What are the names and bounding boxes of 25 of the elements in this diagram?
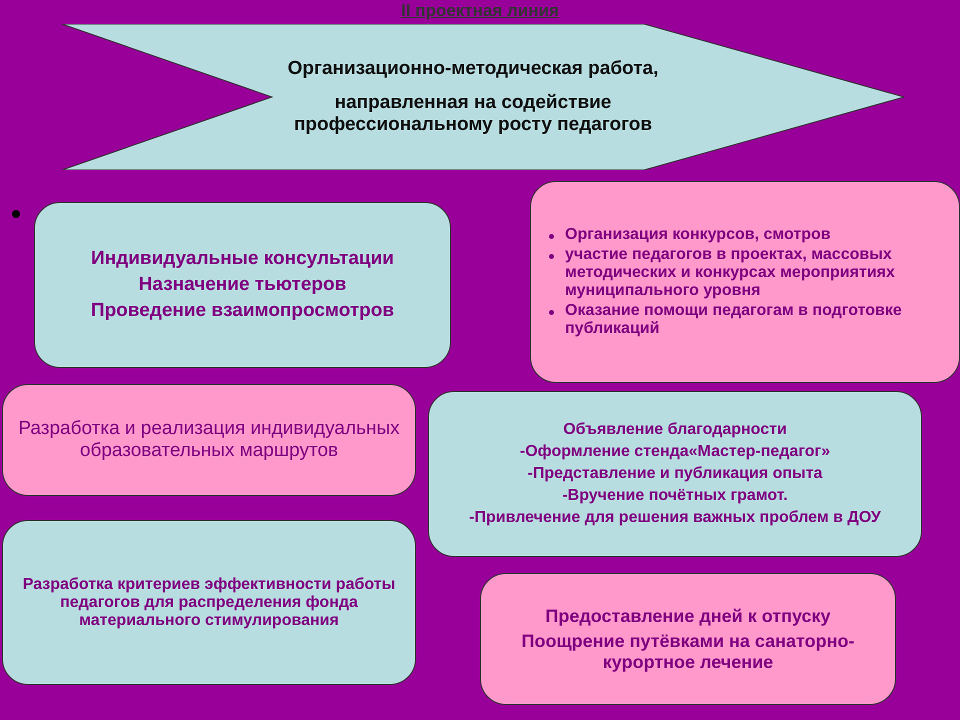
rounded-box (34, 202, 451, 368)
box-text: Разработка и реализация индивидуальных образовательных маршрутов (17, 418, 401, 462)
bullet-item: Оказание помощи педагогам в подготовке публикаций (565, 302, 945, 338)
box-text: -Вручение почётных грамот. (561, 487, 789, 505)
box-text: -Привлечение для решения важных проблем в ДОУ (468, 509, 882, 527)
box-text: Поощрение путёвками на санаторно-курортное лечение (520, 630, 856, 672)
bullet-item: Организация конкурсов, смотров (565, 226, 945, 244)
rounded-box (480, 573, 896, 705)
box-text: Организационно-методическая работа, (286, 58, 660, 80)
box-text: Проведение взаимопросмотров (90, 300, 396, 322)
box-text: направленная на содействие профессиональному росту педагогов (292, 92, 654, 136)
rounded-box (530, 181, 960, 383)
box-text: Назначение тьютеров (138, 274, 348, 296)
rounded-box (2, 384, 416, 496)
box-text: -Представление и публикация опыта (526, 465, 824, 483)
box-text: Объявление благодарности (562, 421, 788, 439)
box-text: Разработка критериев эффективности работы педагогов для распределения фонда материального стимулирования (22, 576, 396, 630)
bullet-item: участие педагогов в проектах, массовых методических и конкурсах мероприятиях муниципального уровня (565, 246, 945, 300)
box-text: -Оформление стенда«Мастер-педагог» (518, 443, 832, 461)
slide-title: II проектная линия (400, 1, 560, 21)
rounded-box (428, 391, 922, 557)
chevron-arrow-banner (62, 24, 904, 170)
rounded-box (2, 520, 416, 685)
box-text: Индивидуальные консультации (90, 248, 395, 270)
box-text: Предоставление дней к отпуску (544, 606, 832, 626)
